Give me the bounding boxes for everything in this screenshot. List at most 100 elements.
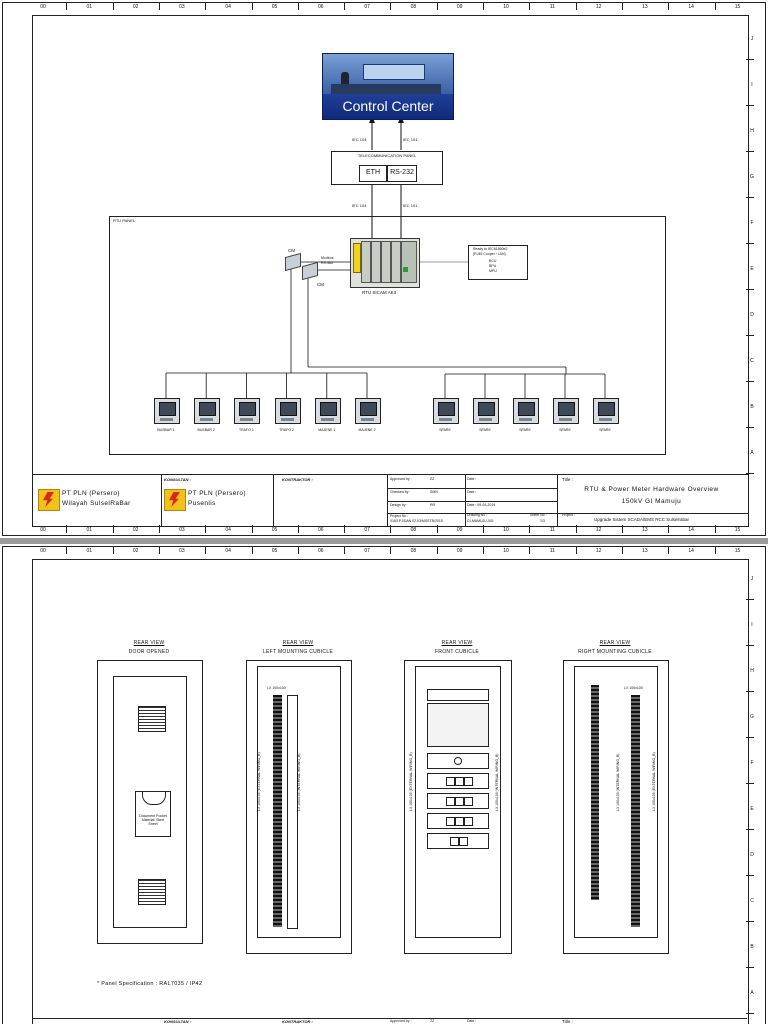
column-number: 05 [271, 548, 278, 554]
column-number: 12 [595, 527, 602, 533]
power-meter-right [513, 398, 539, 424]
cm-label-top: CM [288, 248, 295, 253]
modbus-label: Modbus [321, 256, 334, 260]
meter-screen [438, 402, 455, 416]
ruler-tick [746, 381, 754, 382]
ready-line5: MPU [489, 269, 497, 273]
ruler-tick [746, 197, 754, 198]
cm-label-bottom: CM [317, 282, 324, 287]
eth-port-label: ETH [366, 169, 380, 176]
title-label-2: Title : [562, 1019, 573, 1024]
project-no-label: Project No : [390, 514, 409, 518]
panel-specification-note: * Panel Specification : RAL7035 / IP42 [97, 981, 203, 987]
sheet-outer-frame [2, 2, 766, 536]
ruler-tick [344, 525, 346, 533]
power-meter-label: SPARE [479, 428, 491, 432]
ruler-tick [746, 691, 754, 692]
sheet-separator [0, 538, 768, 544]
title-block-divider [273, 475, 274, 526]
column-number: 09 [456, 548, 463, 554]
ruler-tick [297, 525, 299, 533]
front-meter-row-5 [427, 833, 489, 849]
column-number: 04 [225, 548, 231, 554]
column-number: 04 [225, 4, 231, 10]
right-cubicle-frame [574, 666, 658, 938]
ruler-tick [529, 2, 531, 10]
ruler-tick [297, 2, 299, 10]
ruler-tick [483, 2, 484, 10]
column-number: 08 [410, 548, 417, 554]
meter-screen [360, 402, 377, 416]
document-pocket-label: Document Pocket Material: Steel Sheet [139, 814, 167, 826]
ruler-tick [746, 105, 754, 106]
ruler-tick [158, 525, 160, 533]
column-number: 03 [179, 4, 185, 10]
column-number: 06 [318, 4, 324, 10]
link-label-iec101-mid: IEC 101 [403, 203, 418, 208]
checked-by-label: Checked by : [390, 490, 411, 494]
owner-line1: PT PLN (Persero) [62, 490, 120, 497]
ruler-tick [529, 546, 531, 554]
column-number: 14 [688, 527, 694, 533]
power-meter-left [154, 398, 180, 424]
ruler-tick [621, 2, 623, 10]
checked-by-value: SMN [430, 490, 438, 494]
ruler-tick [66, 546, 68, 554]
ruler-tick [668, 546, 670, 554]
meter-screen [159, 402, 176, 416]
view-subtitle: LEFT MOUNTING CUBICLE [262, 649, 334, 655]
column-number: 01 [86, 4, 93, 10]
wiring-duct-internal-left [287, 695, 298, 929]
ruler-tick [112, 525, 114, 533]
power-meter-label: SPARE [519, 428, 531, 432]
power-meter-left [234, 398, 261, 424]
ruler-tick [436, 525, 438, 533]
ruler-tick [205, 2, 207, 10]
front-meter-row-2 [427, 773, 489, 789]
column-number: 00 [40, 548, 46, 554]
sheet-inner-frame [32, 559, 749, 1024]
row-letter: G [750, 174, 754, 180]
column-number: 02 [132, 4, 139, 10]
ruler-tick [668, 2, 670, 10]
column-number: 14 [688, 4, 694, 10]
duct-external-label-left: LX 100x100 (EXTERNAL WIRING_B) [257, 752, 261, 811]
ruler-tick [66, 525, 68, 533]
ruler-tick [746, 1013, 754, 1014]
ruler-tick [746, 289, 754, 290]
ruler-tick [483, 546, 484, 554]
power-meter-label: SPARE [559, 428, 571, 432]
ruler-tick [746, 829, 754, 830]
row-letter: F [750, 760, 754, 766]
diagram-wiring [165, 116, 606, 398]
meter-buttons [160, 418, 173, 421]
power-meter-left [355, 398, 381, 424]
column-number: 13 [642, 4, 648, 10]
view-title: REAR VIEW [133, 640, 165, 646]
link-label-iec104-top: IEC 104 [352, 137, 367, 142]
rs485-label: RS-485 [321, 261, 333, 265]
column-number: 03 [179, 548, 185, 554]
column-number: 05 [271, 4, 278, 10]
front-meter-row-3 [427, 793, 489, 809]
ruler-tick [436, 546, 438, 554]
iec61850-ready-box: Ready to IEC61850e2 (RJ45 Cooper / LAN) … [468, 245, 528, 280]
column-number: 00 [40, 4, 46, 10]
meter-buttons [439, 418, 452, 421]
row-letter: I [751, 622, 753, 628]
power-meter-label: BUSBAR 1 [157, 428, 175, 432]
design-by-label: Design by : [390, 503, 408, 507]
title-block-divider [387, 475, 388, 526]
ruler-tick [390, 546, 392, 554]
lx-label-left: LX 100x100 [267, 686, 286, 690]
ruler-tick [746, 599, 754, 600]
approved-by-value: ZZ [430, 477, 435, 481]
column-number: 12 [595, 548, 602, 554]
telecommunication-panel: TELECOMMUNICATION PANEL ETH RS-232 [331, 151, 443, 185]
drawing-title-line2: 150kV GI Mamuju [621, 498, 682, 505]
column-number: 15 [734, 4, 741, 10]
meter-buttons [559, 418, 572, 421]
ready-line4: BPU [489, 264, 497, 268]
drawing-no-value: GI-MAMUJU-001 [467, 519, 494, 523]
